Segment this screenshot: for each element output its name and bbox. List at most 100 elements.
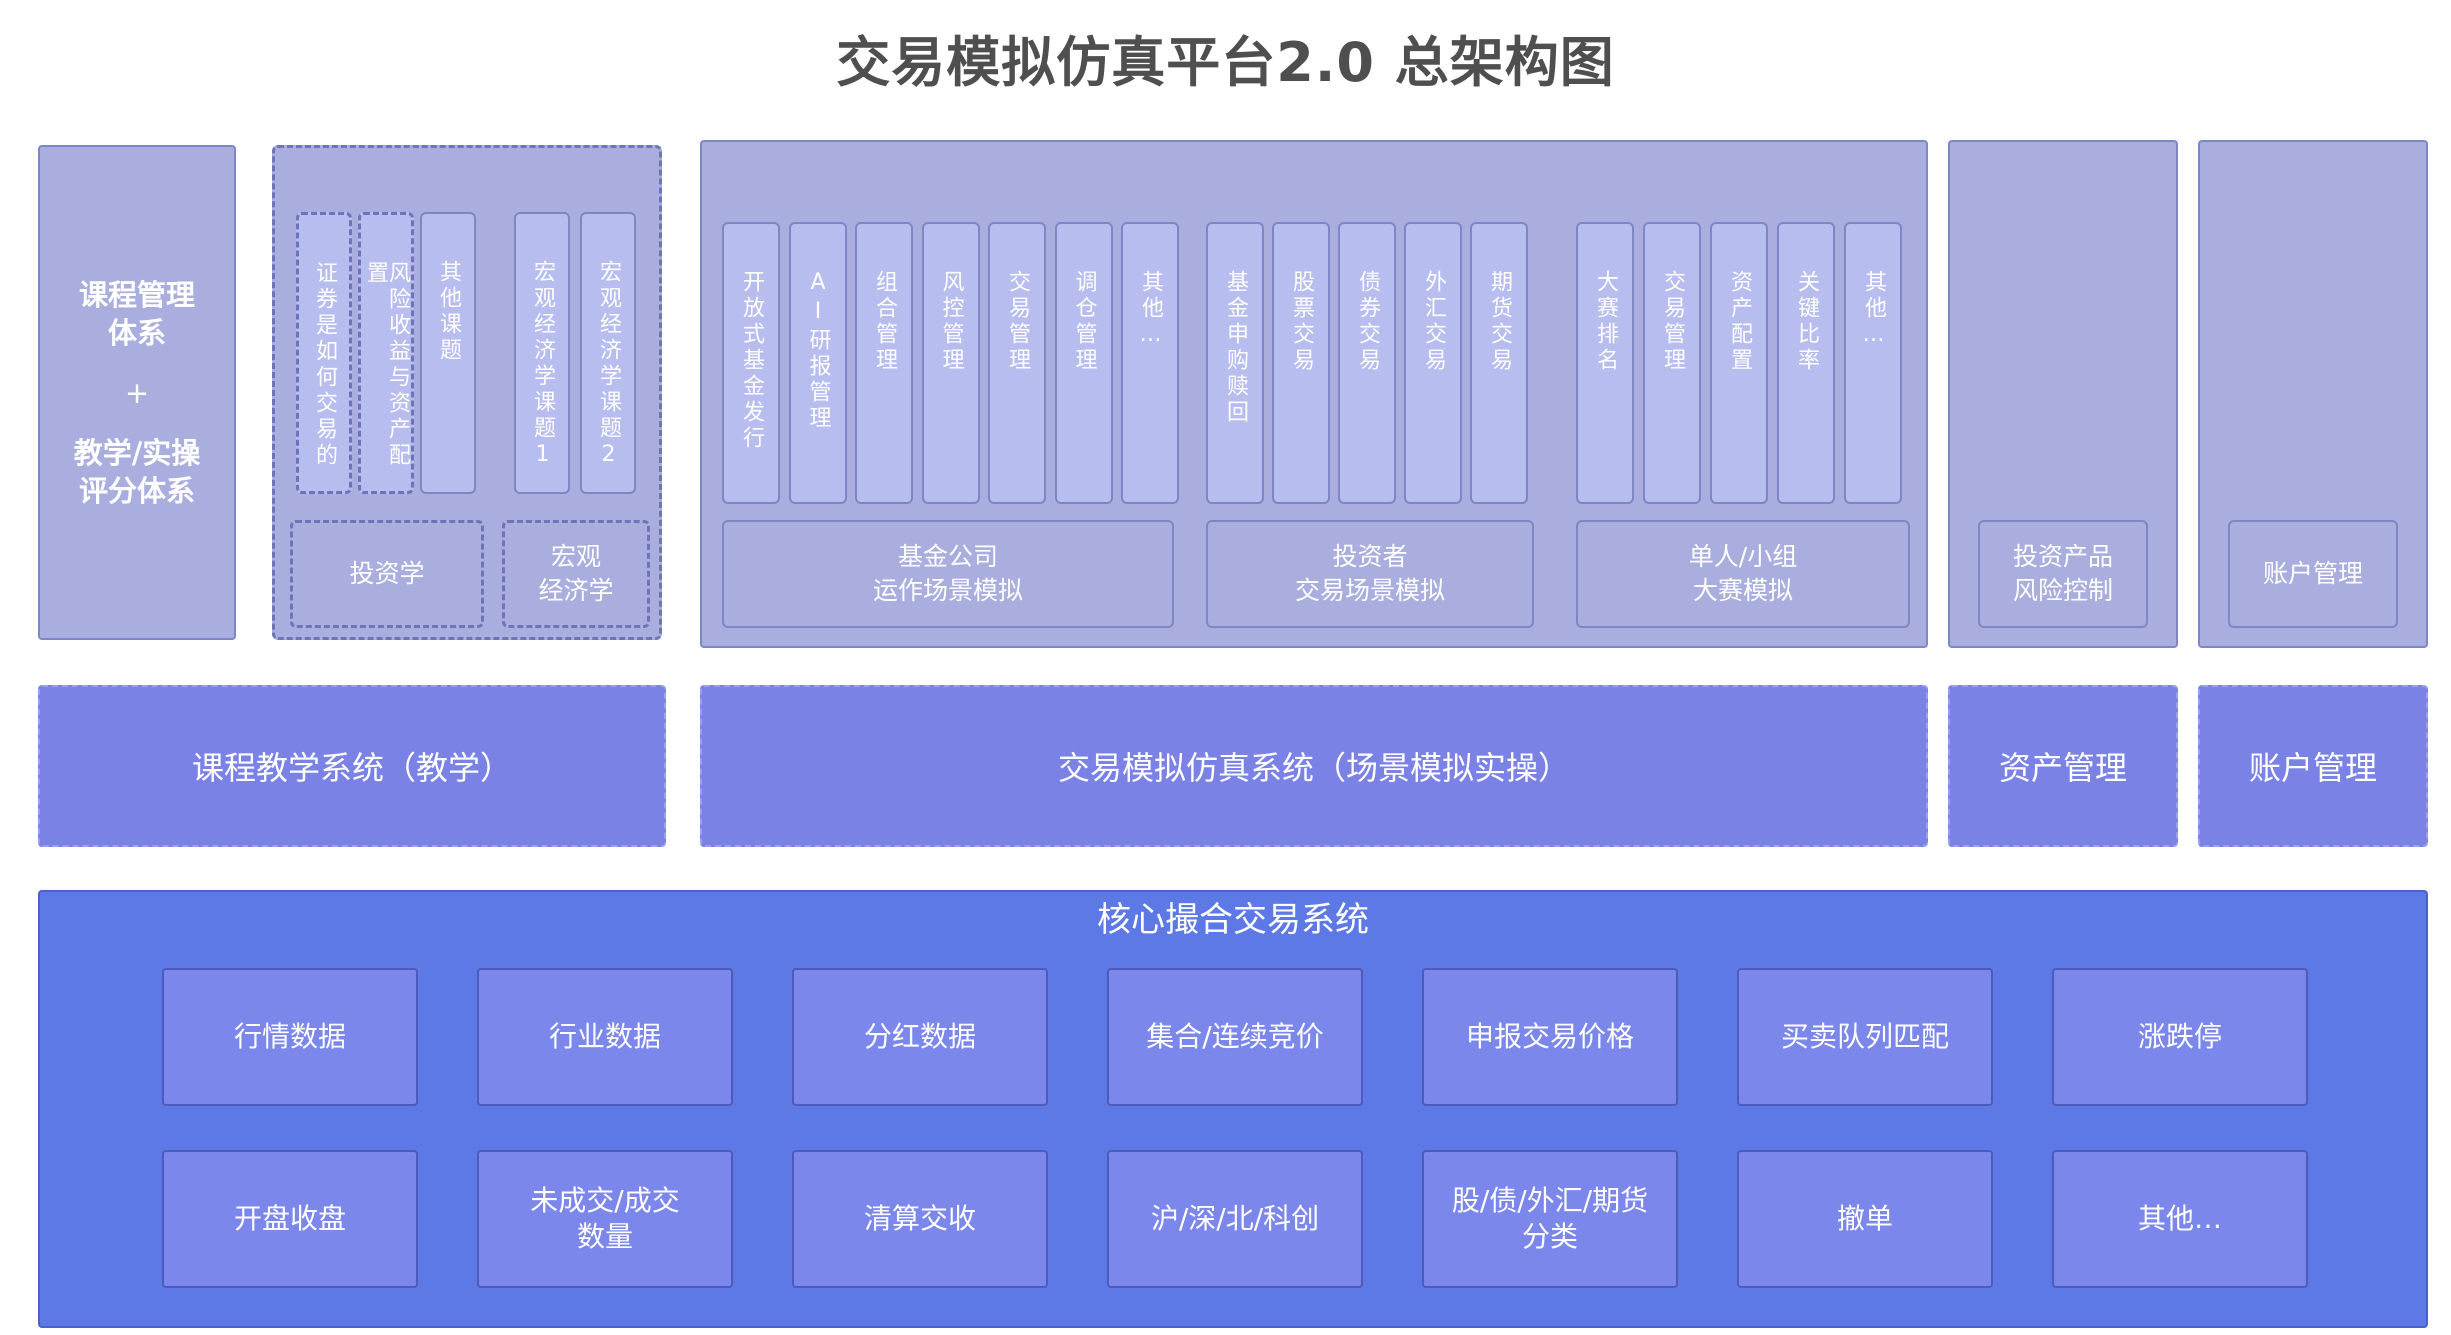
core-function-tile: 开盘收盘 <box>162 1150 418 1288</box>
contest-scenario-column-label: 关键比率 <box>1794 270 1819 374</box>
core-function-label: 行业数据 <box>548 1020 661 1053</box>
core-function-label: 撤单 <box>1836 1202 1893 1235</box>
contest-scenario-column: 其他… <box>1844 222 1902 504</box>
fund-label-line2: 运作场景模拟 <box>872 576 1023 605</box>
fund-scenario-column: 风控管理 <box>921 222 980 504</box>
course-mgmt-line4: 评分体系 <box>78 473 195 508</box>
core-system-title: 核心撮合交易系统 <box>1097 900 1369 940</box>
fund-scenario-column-label: 其他… <box>1138 270 1163 351</box>
investment-topic-column-label: 风险收益与资产配置 <box>363 261 410 469</box>
core-function-tile: 买卖队列匹配 <box>1737 968 1993 1106</box>
investment-label: 投资学 <box>349 559 425 588</box>
core-function-tile: 沪/深/北/科创 <box>1107 1150 1363 1288</box>
fund-scenario-column-label: 交易管理 <box>1005 270 1030 374</box>
course-mgmt-plus: + <box>124 375 150 410</box>
teaching-system-label: 课程教学系统（教学） <box>191 749 512 787</box>
core-function-label: 涨跌停 <box>2137 1020 2222 1053</box>
macro-label-box: 宏观 经济学 <box>502 520 650 628</box>
core-function-tile: 未成交/成交数量 <box>477 1150 733 1288</box>
investor-scenario-column-label: 基金申购赎回 <box>1223 270 1248 426</box>
account-management-bar: 账户管理 <box>2198 685 2428 847</box>
account-management-label: 账户管理 <box>2262 559 2363 588</box>
investment-topic-column-label: 其他课题 <box>436 260 461 364</box>
core-function-tile: 撤单 <box>1737 1150 1993 1288</box>
fund-scenario-column-label: 组合管理 <box>872 270 897 374</box>
core-function-label: 行情数据 <box>233 1020 346 1053</box>
investment-topic-column: 宏观经济学课题1 <box>514 212 570 494</box>
risk-control-line2: 风险控制 <box>2012 576 2113 605</box>
fund-scenario-column-label: 调仓管理 <box>1071 270 1097 374</box>
contest-label-line2: 大赛模拟 <box>1692 576 1793 605</box>
simulation-system-bar: 交易模拟仿真系统（场景模拟实操） <box>700 685 1928 847</box>
fund-scenario-column: 其他… <box>1121 222 1179 504</box>
fund-scenario-column-label: 开放式基金发行 <box>739 270 764 452</box>
investor-label-box: 投资者 交易场景模拟 <box>1206 520 1534 628</box>
core-function-tile: 行情数据 <box>162 968 418 1106</box>
investor-scenario-column-label: 股票交易 <box>1289 270 1314 374</box>
core-function-label: 分类 <box>1521 1220 1578 1253</box>
asset-management-bar: 资产管理 <box>1948 685 2178 847</box>
investment-label-box: 投资学 <box>290 520 484 628</box>
investor-scenario-column-label: 期货交易 <box>1487 270 1512 374</box>
core-function-tile: 行业数据 <box>477 968 733 1106</box>
fund-scenario-column-label: 风控管理 <box>938 270 964 374</box>
risk-control-line1: 投资产品 <box>2012 542 2113 571</box>
contest-scenario-column-label: 资产配置 <box>1727 270 1752 374</box>
course-mgmt-line2: 体系 <box>107 315 166 350</box>
contest-scenario-column-label: 其他… <box>1861 270 1886 351</box>
core-function-label: 开盘收盘 <box>233 1202 346 1235</box>
teaching-system-bar: 课程教学系统（教学） <box>38 685 666 847</box>
investor-scenario-column: 外汇交易 <box>1404 222 1462 504</box>
investor-label-line1: 投资者 <box>1332 542 1408 571</box>
fund-scenario-column-label: AI研报管理 <box>805 270 831 432</box>
risk-control-box: 投资产品 风险控制 <box>1978 520 2148 628</box>
contest-label-line1: 单人/小组 <box>1688 542 1798 571</box>
core-function-label: 沪/深/北/科创 <box>1150 1202 1320 1235</box>
investor-scenario-column-label: 外汇交易 <box>1421 270 1446 374</box>
core-function-tile: 分红数据 <box>792 968 1048 1106</box>
core-function-label: 数量 <box>576 1220 633 1253</box>
investment-topic-column-label: 宏观经济学课题1 <box>530 260 555 471</box>
macro-label-line2: 经济学 <box>538 576 614 605</box>
contest-scenario-column: 关键比率 <box>1777 222 1835 504</box>
asset-management-label: 资产管理 <box>1998 749 2127 787</box>
core-function-label: 其他… <box>2137 1202 2222 1235</box>
investment-topic-column: 宏观经济学课题2 <box>580 212 636 494</box>
investor-scenario-column: 股票交易 <box>1272 222 1330 504</box>
course-management-panel: 课程管理 体系 + 教学/实操 评分体系 <box>38 145 236 640</box>
investor-scenario-column-label: 债券交易 <box>1355 270 1380 374</box>
contest-scenario-column: 资产配置 <box>1710 222 1768 504</box>
page-title: 交易模拟仿真平台2.0 总架构图 <box>836 31 1615 94</box>
core-function-label: 股/债/外汇/期货 <box>1451 1184 1649 1217</box>
core-function-tile: 集合/连续竞价 <box>1107 968 1363 1106</box>
investor-scenario-column: 债券交易 <box>1338 222 1396 504</box>
simulation-system-label: 交易模拟仿真系统（场景模拟实操） <box>1057 749 1570 787</box>
core-function-tile: 申报交易价格 <box>1422 968 1678 1106</box>
course-mgmt-line3: 教学/实操 <box>73 435 201 470</box>
investment-topic-column-label: 证券是如何交易的 <box>312 261 337 469</box>
core-function-tile: 股/债/外汇/期货分类 <box>1422 1150 1678 1288</box>
fund-company-label-box: 基金公司 运作场景模拟 <box>722 520 1174 628</box>
investment-topic-column-label: 宏观经济学课题2 <box>596 260 621 471</box>
fund-scenario-column: 开放式基金发行 <box>722 222 780 504</box>
contest-scenario-column: 交易管理 <box>1643 222 1701 504</box>
core-function-label: 清算交收 <box>863 1202 976 1235</box>
fund-label-line1: 基金公司 <box>897 542 998 571</box>
contest-label-box: 单人/小组 大赛模拟 <box>1576 520 1910 628</box>
core-function-tile: 其他… <box>2052 1150 2308 1288</box>
core-function-tile: 清算交收 <box>792 1150 1048 1288</box>
core-function-label: 未成交/成交 <box>530 1184 680 1217</box>
course-mgmt-line1: 课程管理 <box>78 277 195 312</box>
investment-topic-column: 其他课题 <box>420 212 476 494</box>
fund-scenario-column: AI研报管理 <box>788 222 847 504</box>
contest-scenario-column-label: 大赛排名 <box>1593 270 1618 374</box>
core-function-tile: 涨跌停 <box>2052 968 2308 1106</box>
investor-label-line2: 交易场景模拟 <box>1294 576 1445 605</box>
investment-topic-column: 证券是如何交易的 <box>296 212 352 494</box>
fund-scenario-column: 组合管理 <box>855 222 913 504</box>
core-function-label: 买卖队列匹配 <box>1780 1020 1949 1053</box>
core-function-label: 集合/连续竞价 <box>1146 1020 1324 1053</box>
macro-label-line1: 宏观 <box>550 542 601 571</box>
account-management-bar-label: 账户管理 <box>2248 749 2377 787</box>
core-function-label: 申报交易价格 <box>1465 1020 1634 1053</box>
